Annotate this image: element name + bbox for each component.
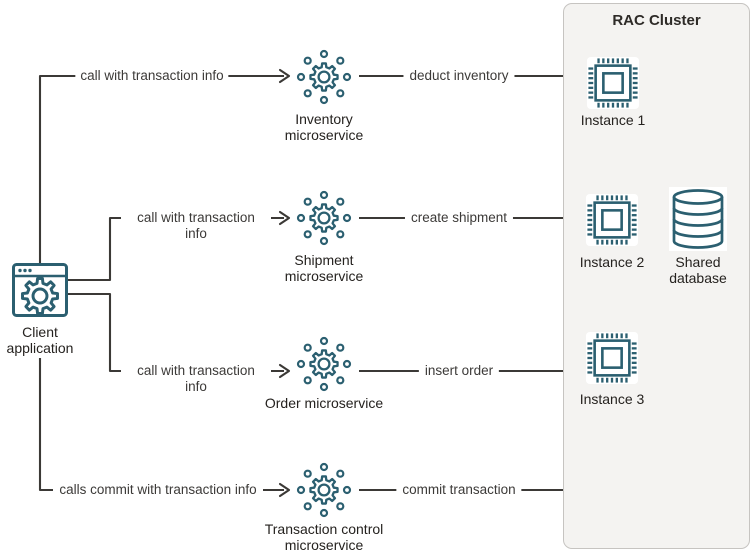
action-label-commit-transaction: commit transaction	[396, 482, 522, 498]
call-label-shipment: call with transaction info	[121, 210, 271, 242]
client-application-label: Client application	[6, 324, 74, 356]
transaction-control-microservice-icon	[294, 460, 354, 525]
transaction-control-microservice-label: Transaction control microservice	[264, 521, 384, 553]
inventory-microservice-icon	[294, 47, 354, 112]
action-label-deduct-inventory: deduct inventory	[403, 68, 515, 84]
shipment-microservice-icon	[294, 188, 354, 253]
shipment-microservice-label: Shipment microservice	[284, 252, 364, 284]
arrowhead-transaction-control	[278, 482, 291, 498]
instance-1-chip-icon	[586, 56, 640, 115]
rac-cluster-title: RAC Cluster	[612, 12, 701, 29]
wire-client-to-order	[68, 292, 284, 373]
shared-database-label: Shared database	[669, 254, 727, 286]
action-label-insert-order: insert order	[418, 363, 500, 379]
inventory-microservice-label: Inventory microservice	[284, 111, 364, 143]
call-label-inventory: call with transaction info	[75, 68, 229, 84]
instance-3-label: Instance 3	[579, 391, 645, 407]
arrowhead-inventory	[278, 68, 291, 84]
arrowhead-order	[278, 363, 291, 379]
shared-database-icon	[668, 186, 728, 257]
order-microservice-label: Order microservice	[264, 395, 384, 411]
call-label-transaction-control: calls commit with transaction info	[53, 482, 263, 498]
order-microservice-icon	[294, 334, 354, 399]
instance-2-chip-icon	[585, 193, 639, 252]
arrowhead-shipment	[278, 210, 291, 226]
call-label-order: call with transaction info	[121, 363, 271, 395]
client-application-icon	[12, 263, 68, 322]
action-label-create-shipment: create shipment	[404, 210, 514, 226]
instance-3-chip-icon	[585, 331, 639, 390]
instance-2-label: Instance 2	[579, 254, 645, 270]
instance-1-label: Instance 1	[580, 112, 646, 128]
